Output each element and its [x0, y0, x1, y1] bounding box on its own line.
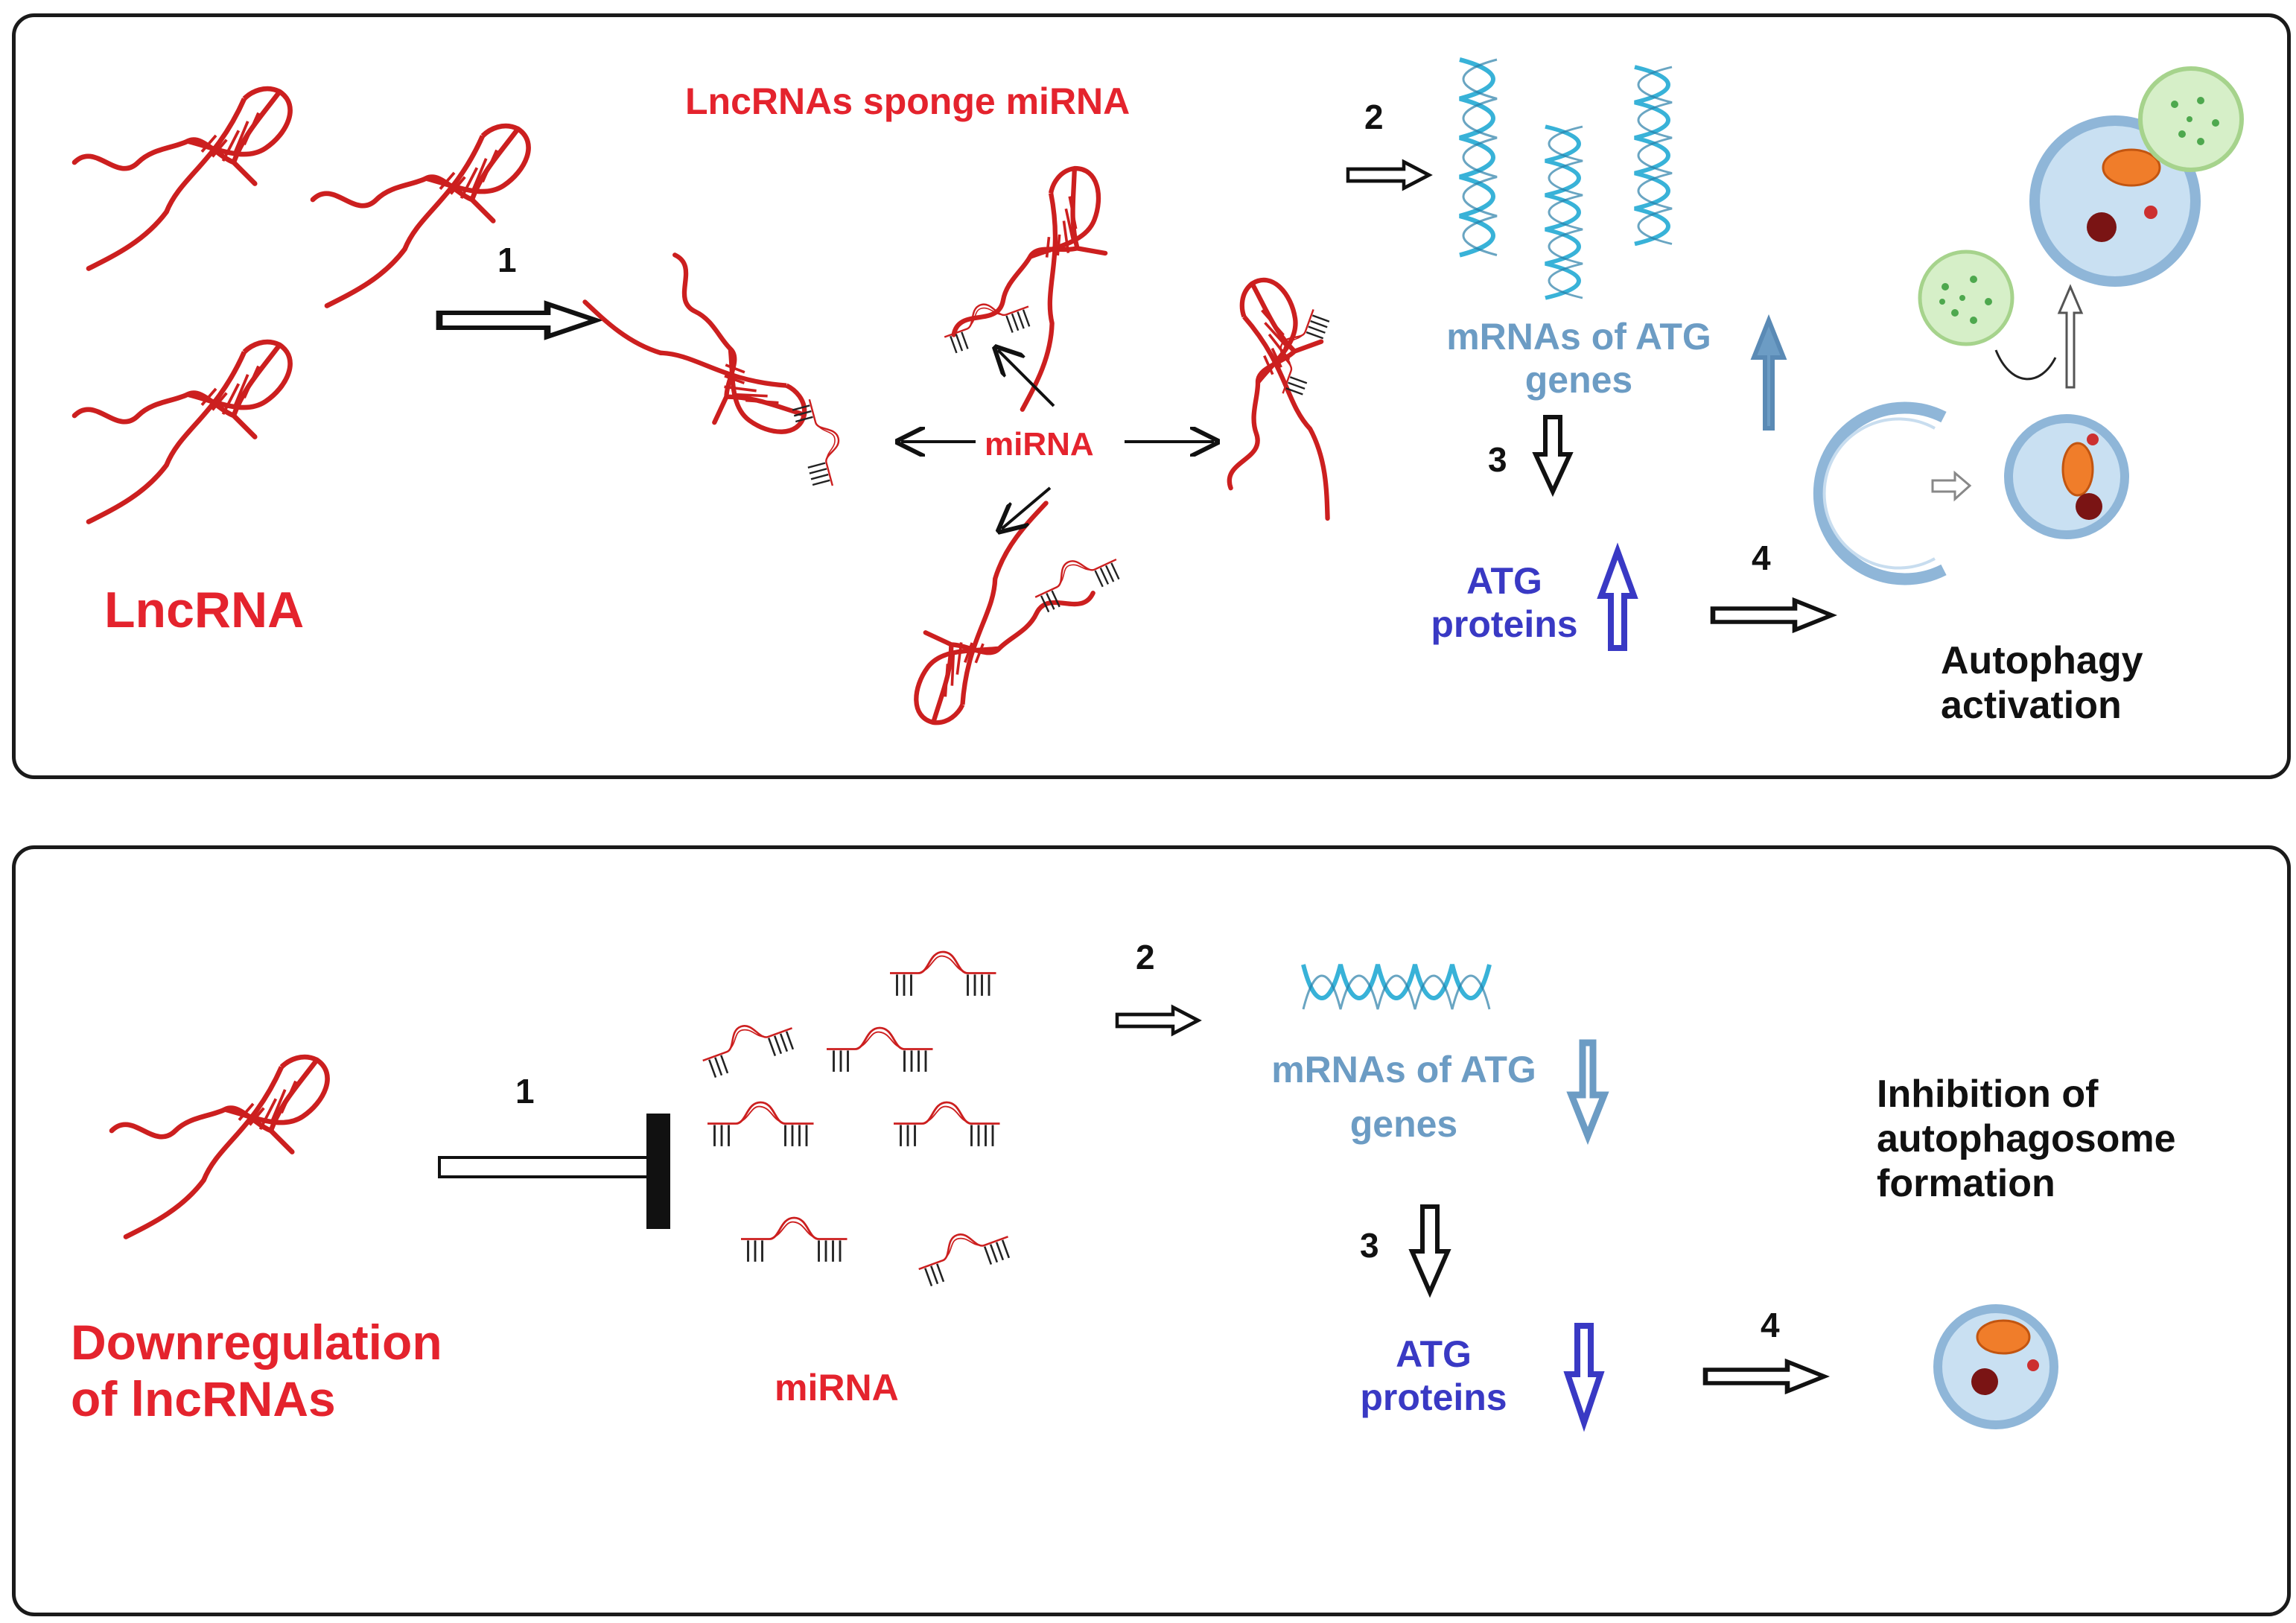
protein-down-arrow — [1563, 1323, 1605, 1432]
mrna-up-arrow — [1750, 314, 1787, 431]
autophagy-illustration — [1813, 66, 2244, 585]
atg-mrna-helix — [1460, 60, 1497, 255]
mirna-label: miRNA — [985, 426, 1094, 463]
lncrna-molecule — [74, 89, 290, 268]
sponge-title: LncRNAs sponge miRNA — [685, 80, 1130, 122]
atg-protein-label: ATG proteins — [1341, 1333, 1527, 1419]
step2-number: 2 — [1136, 938, 1155, 976]
mrna-label-line2: genes — [1349, 1102, 1458, 1145]
free-mirna — [888, 950, 997, 997]
mrna-label-line1: mRNAs of ATG — [1446, 316, 1711, 358]
atg-label-line2: proteins — [1431, 603, 1578, 645]
bound-mirna — [789, 393, 851, 492]
mrna-label-line2: genes — [1524, 358, 1633, 401]
mrna-label-line1: mRNAs of ATG — [1271, 1049, 1536, 1090]
step4-arrow — [1705, 1362, 1825, 1391]
outcome-line3: formation — [1877, 1161, 2055, 1205]
step3-number: 3 — [1360, 1226, 1379, 1265]
step4-number: 4 — [1761, 1306, 1780, 1344]
atg-protein-label: ATG proteins — [1415, 560, 1594, 646]
lncrna-label: LncRNA — [104, 582, 305, 638]
outcome-line2: autophagosome — [1877, 1117, 2176, 1160]
step2-arrow — [1117, 1007, 1198, 1033]
outcome-line1: Inhibition of — [1877, 1073, 2099, 1116]
step1-number: 1 — [497, 241, 517, 279]
free-mirna — [695, 1009, 801, 1081]
atg-mrna-helix — [1301, 964, 1492, 1010]
inhibition-outcome-label: Inhibition of autophagosome formation — [1877, 1073, 2176, 1206]
downreg-line2: of lncRNAs — [71, 1371, 336, 1426]
lncrna-molecule — [74, 342, 290, 521]
atg-mrna-helix — [1545, 127, 1583, 298]
step3-number: 3 — [1488, 440, 1507, 479]
autophagy-outcome-label: Autophagy activation — [1941, 639, 2143, 728]
lncrna-molecule — [112, 1057, 328, 1236]
mirna-label: miRNA — [775, 1367, 899, 1408]
step2-number: 2 — [1364, 98, 1384, 136]
atg-label-line2: proteins — [1360, 1376, 1507, 1418]
step2-arrow — [1348, 162, 1429, 188]
cargo-vesicle — [1933, 1304, 2058, 1429]
outcome-line1: Autophagy — [1941, 639, 2143, 682]
free-mirna — [740, 1216, 848, 1263]
atg-label-line1: ATG — [1466, 560, 1542, 602]
bound-mirna — [937, 288, 1036, 356]
downreg-line1: Downregulation — [71, 1315, 442, 1370]
lncrna-mirna-complex — [914, 160, 1179, 417]
free-mirna — [825, 1026, 934, 1073]
free-mirna — [706, 1101, 815, 1148]
step4-arrow — [1713, 600, 1832, 630]
mrna-label: mRNAs of ATG genes — [1240, 1043, 1568, 1151]
downregulation-label: Downregulation of lncRNAs — [71, 1315, 442, 1428]
bottom-panel — [12, 845, 2291, 1616]
mirna-pointer-arrows — [901, 350, 1214, 529]
atg-mrna-helix — [1635, 67, 1672, 244]
outcome-line2: activation — [1941, 683, 2122, 727]
free-mirna — [911, 1218, 1017, 1289]
mrna-label: mRNAs of ATG genes — [1419, 316, 1739, 401]
inhibition-symbol — [438, 1114, 670, 1229]
top-panel — [12, 13, 2291, 779]
protein-up-arrow — [1597, 542, 1638, 651]
free-mirna — [892, 1101, 1001, 1148]
lncrna-mirna-complex — [867, 498, 1117, 728]
lncrna-mirna-complex — [580, 231, 810, 481]
step3-arrow — [1532, 415, 1574, 498]
step3-arrow — [1408, 1204, 1451, 1298]
lncrna-mirna-complex — [1168, 273, 1408, 530]
atg-label-line1: ATG — [1396, 1333, 1472, 1375]
step1-number: 1 — [515, 1072, 535, 1111]
step4-number: 4 — [1752, 539, 1771, 577]
mrna-down-arrow — [1566, 1039, 1609, 1146]
lncrna-molecule — [313, 126, 529, 305]
step1-arrow — [439, 304, 596, 337]
